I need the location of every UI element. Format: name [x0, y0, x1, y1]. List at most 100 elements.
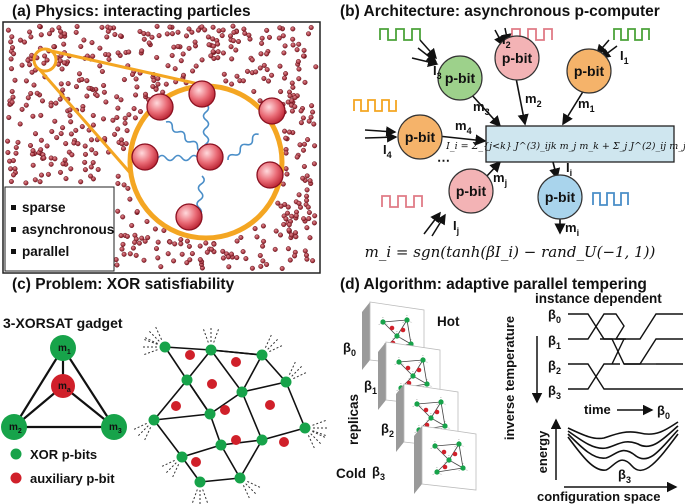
particle: [119, 141, 125, 147]
particle: [292, 95, 298, 101]
particle: [120, 241, 126, 247]
label-m3: m3: [473, 99, 490, 117]
network-stub: [269, 345, 283, 353]
particle: [269, 72, 275, 78]
particle: [141, 257, 147, 263]
particle: [101, 82, 107, 88]
particle: [40, 98, 46, 104]
particle: [210, 24, 216, 30]
particle: [58, 33, 64, 39]
particle: [61, 41, 67, 47]
particle: [27, 62, 33, 68]
particle: [219, 33, 225, 39]
particle: [114, 94, 120, 100]
zoom-inset: [32, 47, 286, 241]
particle: [228, 251, 234, 257]
network-edge: [153, 379, 188, 421]
particle: [296, 192, 302, 198]
time-label: time: [584, 402, 611, 417]
particle: [190, 68, 196, 74]
particle: [8, 178, 14, 184]
particle: [9, 45, 15, 51]
network-edge: [210, 349, 263, 356]
particle: [282, 75, 288, 81]
particle: [103, 99, 109, 105]
particle: [273, 228, 279, 234]
particle: [127, 251, 133, 257]
xor-pbit-node: [234, 472, 246, 484]
particle: [49, 27, 55, 33]
beta2-right: β2: [548, 358, 561, 376]
particle: [311, 220, 317, 226]
clock-wave-1: [613, 28, 650, 41]
ellipsis: ⋯: [437, 153, 450, 168]
svg-text:m3: m3: [109, 422, 122, 435]
particle: [311, 121, 317, 127]
particle: [301, 47, 307, 53]
network-stub: [242, 485, 250, 499]
particle: [301, 216, 307, 222]
particle: [233, 47, 239, 53]
particle: [133, 92, 139, 98]
particle: [278, 89, 284, 95]
particle: [205, 34, 211, 40]
particle: [150, 83, 156, 89]
particle: [88, 137, 94, 143]
particle: [5, 27, 11, 33]
particle: [29, 69, 35, 75]
network-edge: [285, 381, 306, 429]
particle: [301, 147, 307, 153]
particle: [58, 29, 64, 35]
replicas-label: replicas: [346, 394, 361, 445]
particle: [286, 129, 292, 135]
legend-asynchronous: asynchronous: [22, 222, 114, 237]
particle: [199, 57, 205, 63]
beta1-right: β1: [548, 333, 561, 351]
particle: [119, 246, 125, 252]
particle: [307, 178, 313, 184]
particle: [180, 72, 186, 78]
particle: [306, 118, 312, 124]
particle: [82, 143, 88, 149]
label-Ij: Ij: [453, 218, 459, 236]
particle: [165, 251, 171, 257]
clock-wave-3: [379, 28, 421, 41]
network-stub: [133, 422, 147, 430]
particle: [86, 85, 92, 91]
particle: [81, 37, 87, 43]
particle: [153, 86, 159, 92]
svg-text:m1: m1: [58, 343, 71, 356]
pbit-i-label: p-bit: [545, 189, 576, 205]
particle: [264, 67, 270, 73]
particle: [257, 98, 263, 104]
particle: [312, 143, 318, 149]
panel-a-title: (a) Physics: interacting particles: [12, 3, 251, 20]
network-edge: [164, 346, 212, 351]
particle: [280, 33, 286, 39]
particle: [290, 26, 296, 32]
replica-sheet: [414, 425, 477, 494]
particle: [290, 42, 296, 48]
network-edge: [220, 444, 241, 479]
particle: [69, 152, 75, 158]
particle: [290, 84, 296, 90]
pbit-j-label: p-bit: [456, 183, 487, 199]
particle: [249, 57, 255, 63]
particle: [257, 65, 263, 71]
network-stub: [166, 462, 177, 473]
aux-pbit-node: [171, 401, 181, 411]
particle: [285, 210, 291, 216]
aux-pbit-node: [220, 405, 230, 415]
particle: [313, 64, 319, 70]
particle: [165, 63, 171, 69]
legend-sparse: sparse: [22, 200, 66, 215]
particle: [290, 36, 296, 42]
particle: [136, 240, 142, 246]
particle: [82, 151, 88, 157]
particle: [296, 41, 302, 47]
particle: [294, 47, 300, 53]
particle: [115, 208, 121, 214]
particle: [99, 68, 105, 74]
particle: [121, 182, 127, 188]
particle: [52, 156, 58, 162]
